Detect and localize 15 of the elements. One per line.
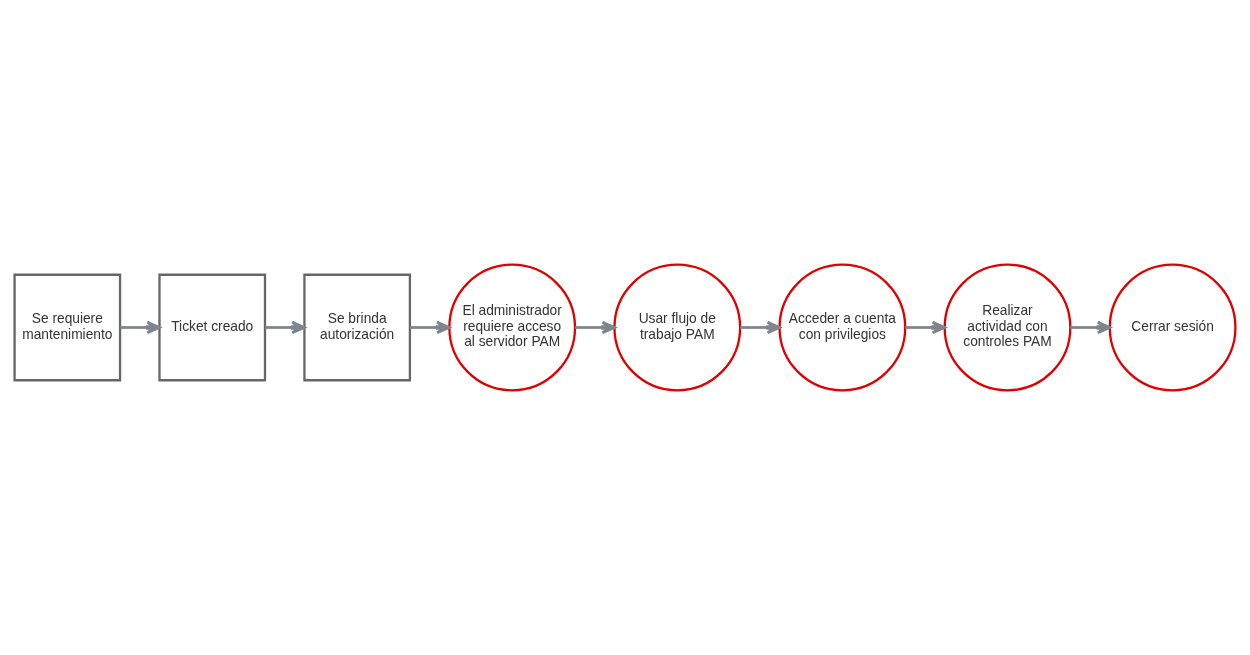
arrow: [409, 320, 451, 335]
node-circle: Usar flujo de trabajo PAM: [613, 263, 742, 392]
node-circle: Acceder a cuenta con privilegios: [778, 263, 907, 392]
node-circle: Realizar actividad con controles PAM: [943, 263, 1072, 392]
node-box: Se brinda autorización: [303, 273, 412, 382]
arrow: [575, 320, 616, 335]
arrow: [740, 320, 781, 335]
node-circle: El administrador requiere acceso al servidor PAM: [448, 263, 577, 392]
arrow: [120, 320, 161, 335]
arrow: [905, 320, 947, 335]
node-box: Ticket creado: [158, 273, 267, 382]
arrow: [1070, 320, 1112, 335]
node-circle: Cerrar sesión: [1108, 263, 1237, 392]
node-box: Se requiere mantenimiento: [13, 273, 122, 382]
arrow: [265, 320, 306, 335]
